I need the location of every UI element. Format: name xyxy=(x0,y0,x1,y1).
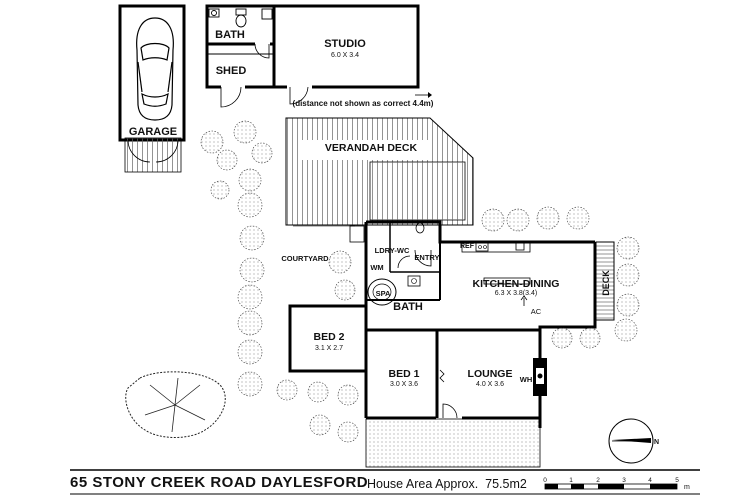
lounge-dim: 4.0 X 3.6 xyxy=(476,381,504,388)
garage-label: GARAGE xyxy=(129,126,177,138)
ref-label: REF xyxy=(460,243,475,250)
scale-tick: 2 xyxy=(596,477,600,484)
compass: N xyxy=(608,418,659,464)
tree-icon xyxy=(125,371,226,438)
bed2-label: BED 2 xyxy=(314,331,345,343)
studio-block xyxy=(205,4,420,108)
car-icon xyxy=(136,17,174,121)
compass-north-label: N xyxy=(654,439,659,446)
house-area-label: House Area Approx. xyxy=(367,477,479,491)
bed2-dim: 3.1 X 2.7 xyxy=(315,345,343,352)
scale-bar: 0 1 2 3 4 5 m xyxy=(543,477,690,491)
house-walls xyxy=(288,220,615,468)
spa-label: SPA xyxy=(376,289,391,298)
verandah-deck xyxy=(285,117,474,226)
studio-label: STUDIO xyxy=(324,38,366,50)
garden-shrubs xyxy=(200,120,640,443)
bed1-dim: 3.0 X 3.6 xyxy=(390,381,418,388)
shed-label: SHED xyxy=(216,65,247,77)
scale-tick: 5 xyxy=(675,477,679,484)
basin-icon xyxy=(208,8,220,18)
bath-label: BATH xyxy=(393,301,423,313)
shower-icon xyxy=(261,8,273,20)
wm-label: WM xyxy=(370,263,383,272)
studio-note: (distance not shown as correct 4.4m) xyxy=(293,99,434,108)
entry-label: ENTRY xyxy=(414,253,439,262)
bath-top-label: BATH xyxy=(215,29,245,41)
courtyard-label: COURTYARD xyxy=(281,254,329,263)
toilet-icon xyxy=(235,8,247,28)
property-address: 65 STONY CREEK ROAD DAYLESFORD xyxy=(70,474,369,491)
laundry-label: LDRY-WC xyxy=(375,246,410,255)
scale-tick: 1 xyxy=(569,477,573,484)
garage xyxy=(118,4,186,173)
wh-label: WH xyxy=(520,375,533,384)
spa-icon xyxy=(367,278,397,306)
lounge-label: LOUNGE xyxy=(468,368,513,380)
studio-dim: 6.0 X 3.4 xyxy=(331,52,359,59)
deck-label: DECK xyxy=(601,270,611,296)
house-area: House Area Approx. 75.5m2 xyxy=(367,477,527,491)
verandah-label: VERANDAH DECK xyxy=(325,142,418,154)
house-area-value: 75.5m2 xyxy=(485,477,527,491)
scale-unit: m xyxy=(684,484,690,491)
scale-tick: 0 xyxy=(543,477,547,484)
scale-tick: 4 xyxy=(648,477,652,484)
kitchen-label: KITCHEN-DINING xyxy=(473,278,560,290)
bed1-label: BED 1 xyxy=(389,368,420,380)
kitchen-dim: 6.3 X 3.8(3.4) xyxy=(495,290,537,297)
ac-label: AC xyxy=(531,307,542,316)
scale-tick: 3 xyxy=(622,477,626,484)
